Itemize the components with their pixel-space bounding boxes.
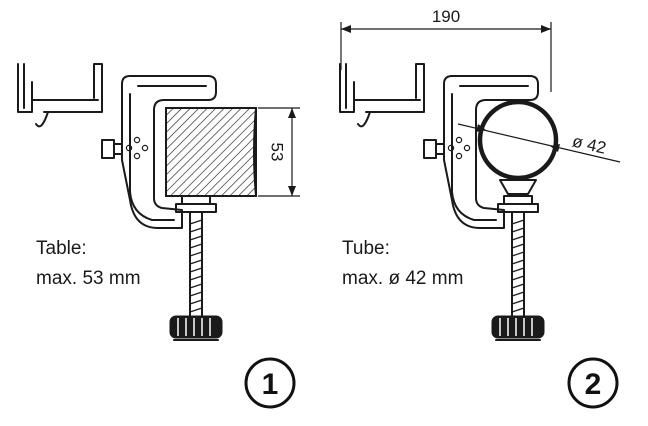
tube-diameter-label: ø 42	[571, 132, 608, 158]
tube-diameter-dimension: ø 42	[457, 123, 621, 163]
figure-2-number: 2	[585, 368, 602, 401]
overall-width-dimension: 190	[340, 7, 552, 92]
tube-caption-max: max. ø 42 mm	[342, 268, 463, 289]
tube-v-block	[499, 179, 537, 195]
figure-1-badge: 1	[244, 357, 296, 409]
table-board	[165, 107, 257, 197]
tube-caption-title: Tube:	[342, 238, 390, 259]
tube-clamp-drawing	[339, 63, 559, 341]
figure-1-table-clamp: 53 Table: max. 53 mm 1	[17, 63, 300, 409]
figure-2-badge: 2	[567, 357, 619, 409]
table-thickness-label: 53	[268, 143, 287, 162]
table-caption-max: max. 53 mm	[36, 268, 141, 289]
tube-outline	[477, 99, 559, 181]
table-clamp-drawing	[17, 63, 257, 341]
table-caption-title: Table:	[36, 238, 87, 259]
overall-width-label: 190	[432, 7, 460, 26]
figure-2-tube-clamp: 190 ø 42 Tube: max. ø 42 mm 2	[339, 7, 621, 409]
table-thickness-dimension: 53	[258, 107, 300, 197]
figure-1-number: 1	[262, 368, 279, 401]
